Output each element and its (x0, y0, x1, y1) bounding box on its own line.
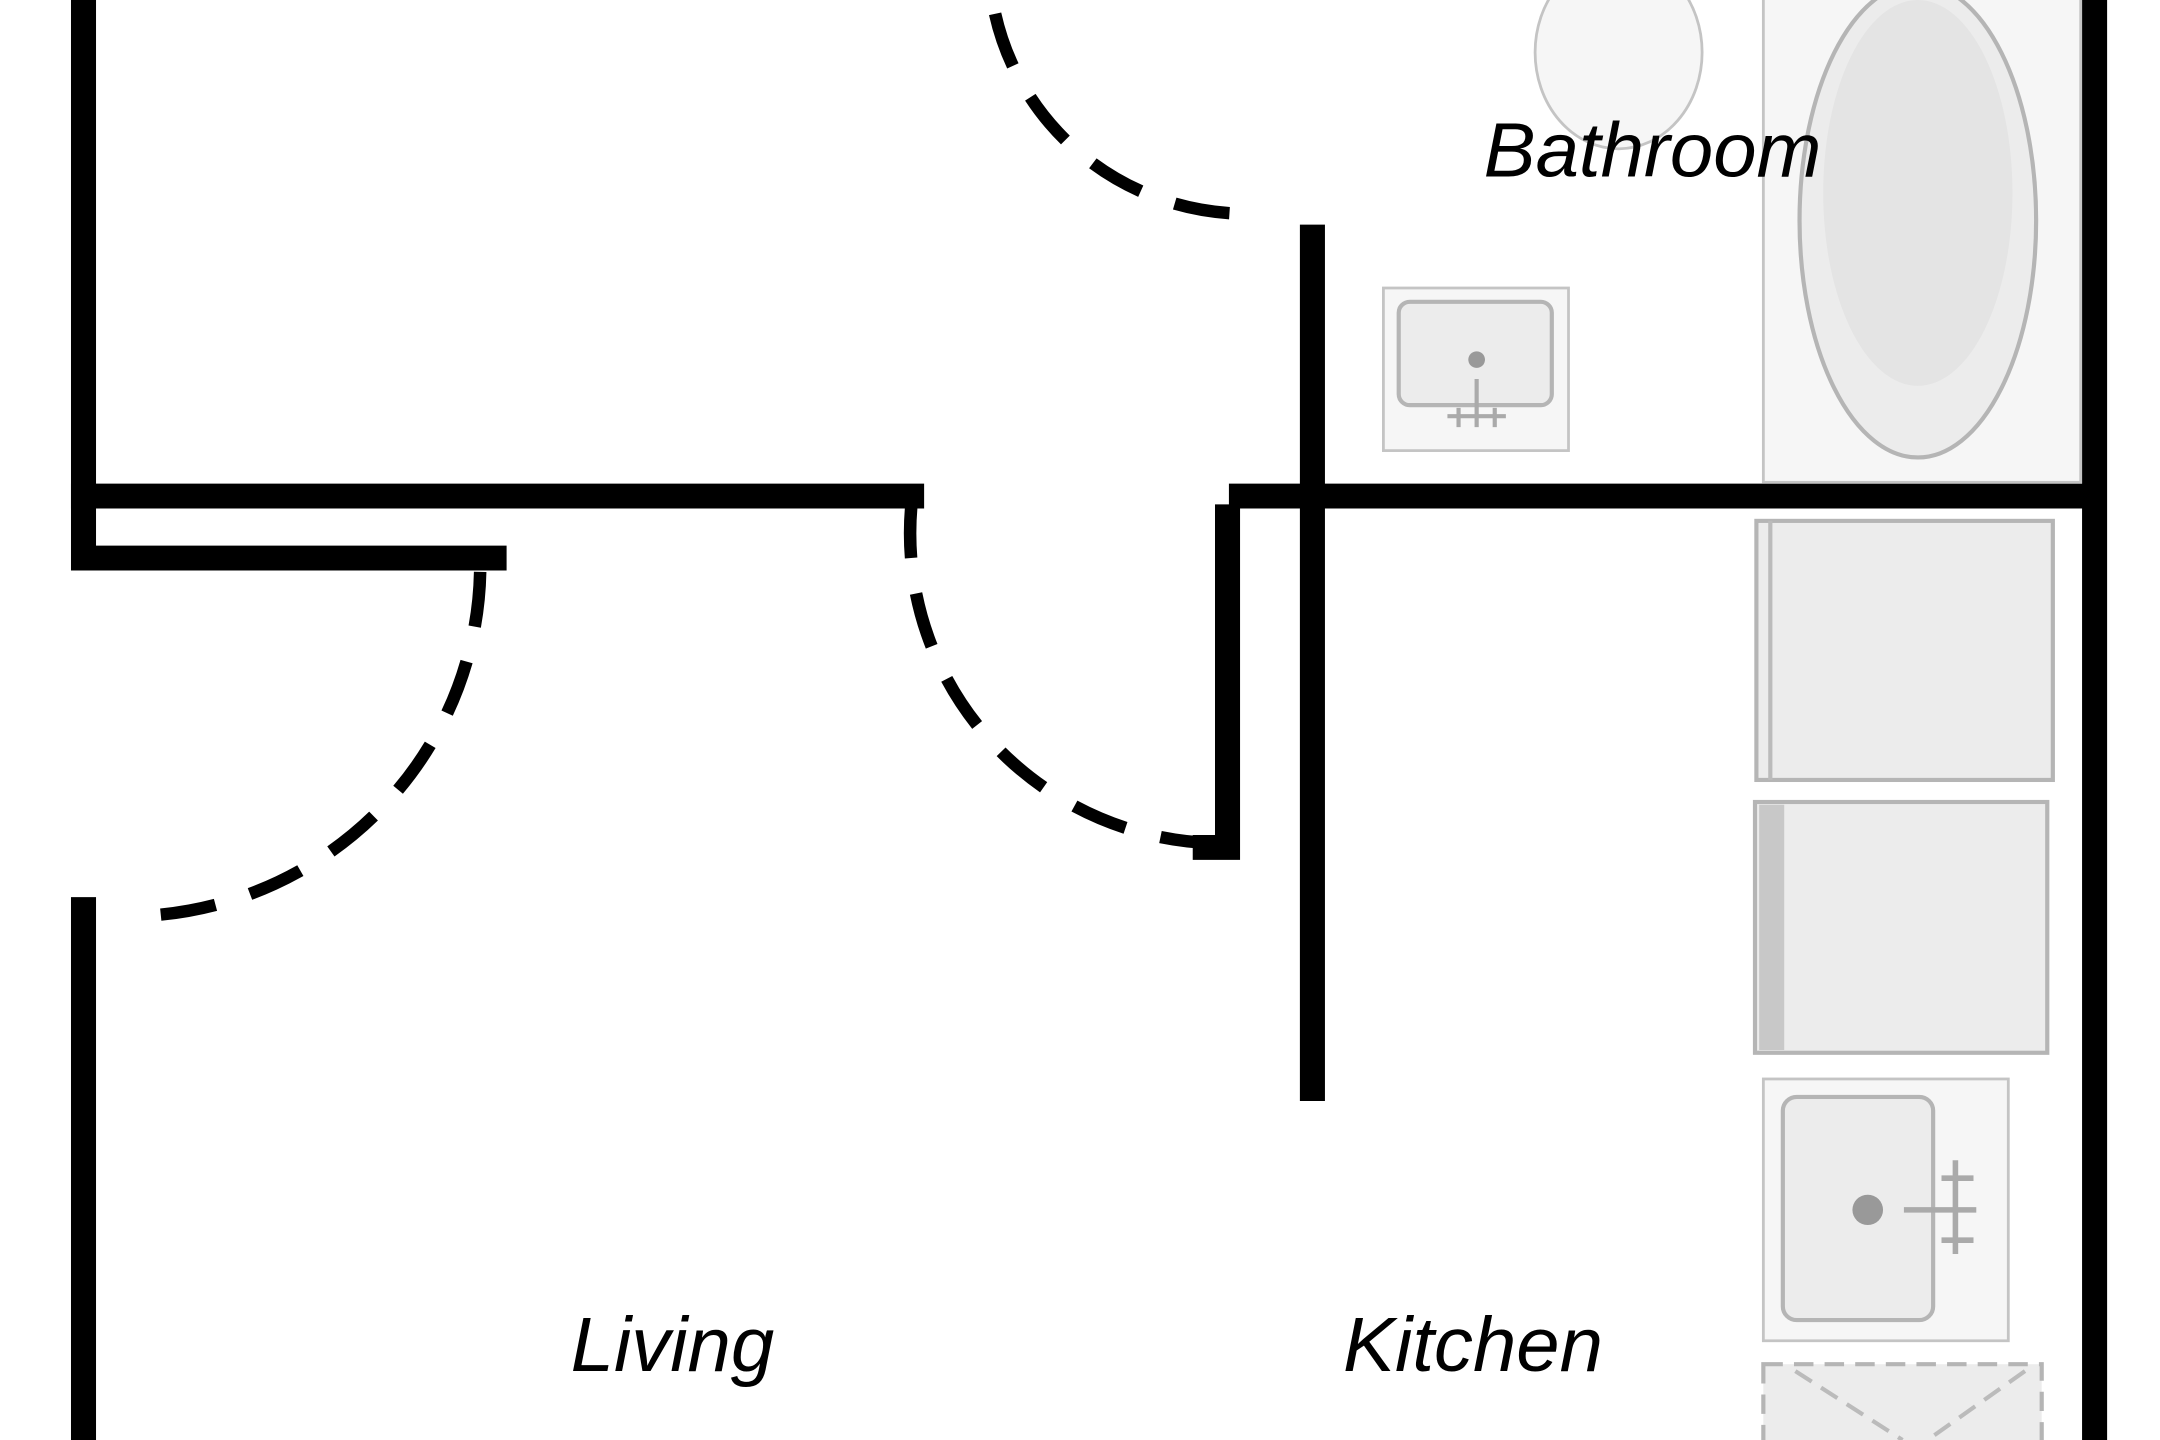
refrigerator-icon (1754, 518, 2055, 783)
bathroom-door-swing (988, 12, 1239, 220)
kitchen-fixtures (1752, 518, 2055, 1440)
bathtub-basin (1823, 0, 2013, 386)
hall-wall (1192, 504, 1241, 860)
bathroom-sink-icon (1382, 286, 1570, 452)
hall-door-swing (903, 502, 1225, 850)
left-wall-upper (70, 0, 507, 571)
kitchen-sink-icon (1761, 1077, 2010, 1343)
cabinet-icon (1752, 799, 2050, 1055)
room-label-bathroom: Bathroom (1484, 108, 1822, 194)
doors (125, 12, 1239, 923)
entry-door-swing (125, 571, 487, 923)
stove-icon (1761, 1362, 2044, 1440)
room-label-kitchen: Kitchen (1343, 1302, 1603, 1388)
walls (70, 0, 2108, 1440)
room-label-living: Living (571, 1302, 775, 1388)
toilet-icon (1533, 0, 1704, 151)
bathroom-fixtures (1382, 0, 2083, 484)
